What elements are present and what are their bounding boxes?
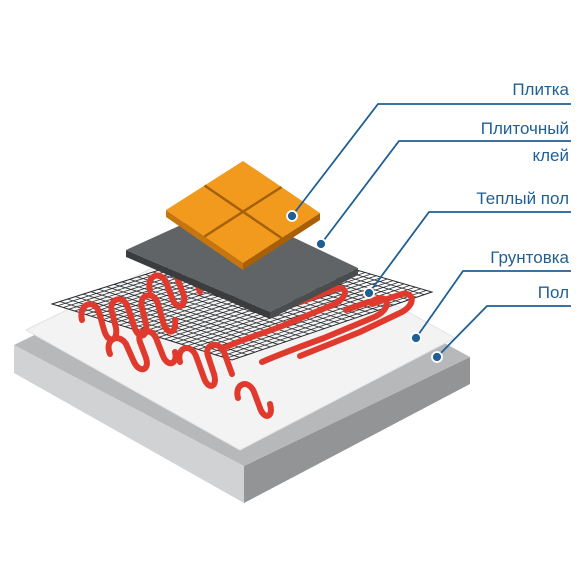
label-adhesive-line2: клей	[532, 146, 570, 165]
tile-joint-b	[203, 185, 283, 238]
adhesive-right-face	[270, 268, 358, 319]
tile-layer	[166, 161, 320, 270]
leader-line-primer	[415, 270, 571, 339]
leader-dot-floor	[431, 351, 443, 363]
label-floor: Пол	[537, 283, 569, 302]
label-tile: Плитка	[512, 80, 569, 99]
heating-cable-loops-right	[221, 284, 415, 365]
leader-line-adhesive	[320, 140, 571, 245]
heating-cable-loops-front	[78, 292, 274, 419]
mesh-line	[192, 280, 394, 349]
tile-left-face	[166, 210, 243, 270]
adhesive-left-face	[126, 250, 270, 319]
tile-right-face	[243, 213, 320, 270]
floor-slab-left-face	[14, 345, 244, 503]
floor-slab-right-face	[244, 357, 470, 503]
leader-dot-primer	[410, 332, 422, 344]
label-adhesive-line1: Плиточный	[480, 119, 569, 138]
label-heated-floor: Теплый пол	[476, 189, 569, 208]
leader-dot-heated-floor	[363, 287, 375, 299]
leader-dot-adhesive	[315, 238, 327, 250]
leader-line-heated-floor	[368, 211, 571, 294]
mesh-line	[226, 289, 427, 359]
mesh-line	[186, 278, 388, 347]
leader-dot-tile	[286, 210, 298, 222]
label-primer: Грунтовка	[490, 248, 569, 267]
leader-line-floor	[436, 305, 571, 358]
leader-line-tile	[291, 103, 571, 217]
